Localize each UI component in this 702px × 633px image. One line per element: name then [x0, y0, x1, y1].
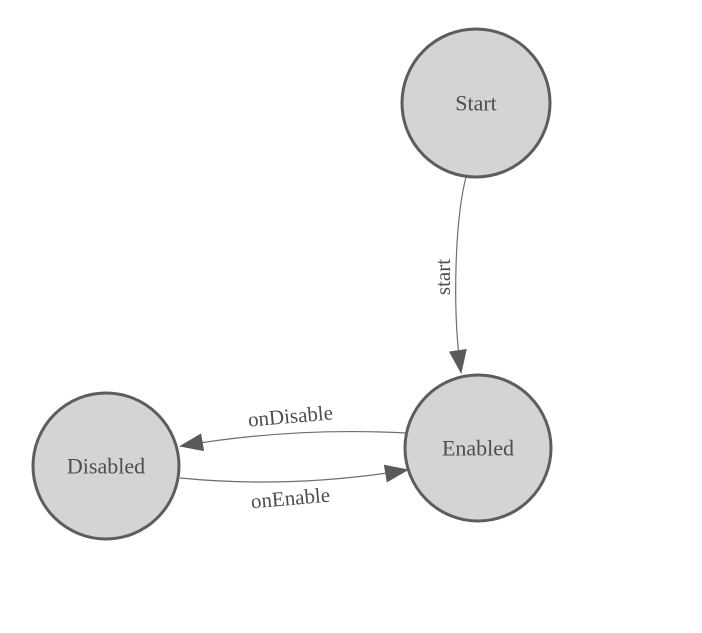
state-node-start: Start — [400, 27, 552, 179]
state-node-disabled: Disabled — [31, 391, 181, 541]
state-circle-start — [400, 27, 552, 179]
transition-label-onenable: onEnable — [250, 483, 331, 514]
state-circle-disabled — [31, 391, 181, 541]
transition-start-to-enabled-path — [448, 176, 467, 374]
transition-enabled-to-disabled-path — [179, 430, 407, 452]
state-label-disabled: Disabled — [67, 454, 145, 479]
transition-label-ondisable: onDisable — [247, 400, 334, 431]
state-circle-enabled — [403, 373, 553, 523]
transition-disabled-to-enabled-path — [179, 464, 409, 483]
transition-label-start: start — [431, 259, 455, 295]
transition-enabled-to-disabled: onDisable — [179, 400, 407, 452]
state-label-enabled: Enabled — [442, 436, 514, 461]
state-label-start: Start — [455, 91, 497, 116]
transition-start-to-enabled: start — [431, 176, 467, 374]
state-node-enabled: Enabled — [403, 373, 553, 523]
transition-disabled-to-enabled: onEnable — [179, 464, 409, 514]
